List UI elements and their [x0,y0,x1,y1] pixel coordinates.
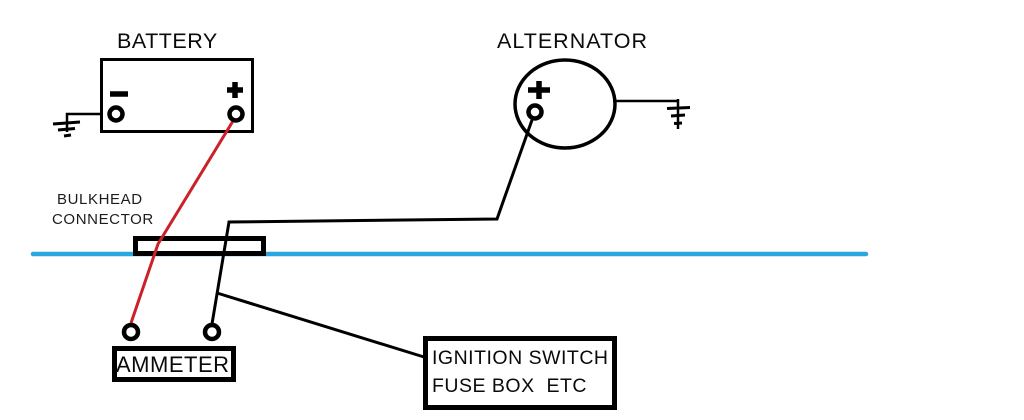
battery-label: BATTERY [117,29,218,53]
battery-ground-icon [52,112,108,138]
alternator-label: ALTERNATOR [497,29,648,53]
ignition-switch-box [423,336,617,410]
ground-stroke [670,113,686,118]
ammeter-label: AMMETER [116,352,230,377]
bulkhead-label-line2: CONNECTOR [52,211,154,228]
ground-stroke [63,133,72,138]
battery-positive-terminal [227,105,245,123]
ammeter-box [112,346,236,382]
plus-icon [227,82,243,98]
battery-ground-wire [65,112,108,132]
ignition-label-line1: IGNITION SWITCH [432,347,609,369]
ignition-feed-wire [216,291,425,359]
plus-icon [528,81,550,99]
ground-stroke [52,120,81,126]
battery-negative-terminal [107,105,125,123]
alternator-circle [513,58,617,150]
bulkhead-label-line1: BULKHEAD [57,191,143,208]
alternator-output-terminal [526,103,544,121]
alternator-ground-icon [613,99,691,129]
ignition-label-line2: FUSE BOX ETC [432,375,587,397]
ground-stroke [673,121,683,125]
bulkhead-connector-box [133,236,266,256]
ammeter-left-terminal [121,322,141,342]
battery-positive-wire [129,120,235,324]
ammeter-right-terminal [202,322,222,342]
ground-stroke [666,106,691,110]
ground-stroke [57,127,76,132]
alternator-output-wire [210,119,534,325]
